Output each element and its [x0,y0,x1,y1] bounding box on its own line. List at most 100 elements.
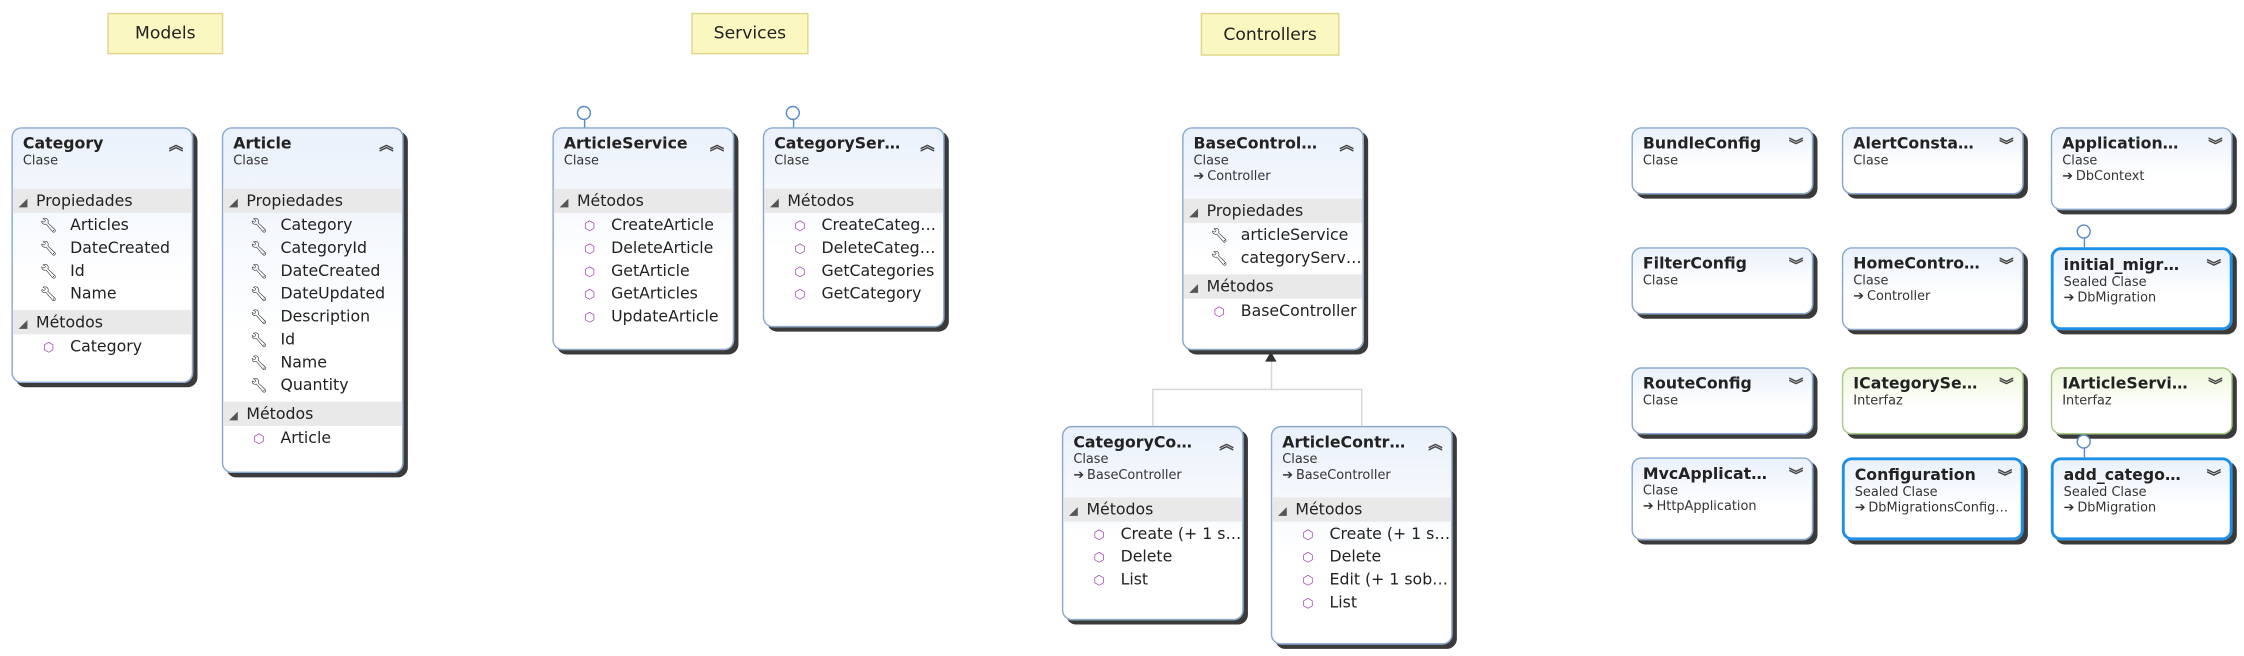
class-name: initial_migration [2063,255,2189,275]
chevron-up-double-icon[interactable]: ︽ [379,138,394,155]
property-item[interactable]: 🔧︎Category [249,215,353,235]
chevron-down-double-icon[interactable]: ︾ [1997,470,2013,486]
class-kind: Clase [1282,453,1318,468]
class-card-add-categories[interactable]: add_categories_... ︾ Sealed Clase ➔DbMig… [2050,457,2233,541]
class-kind: Clase [1073,453,1109,468]
class-card-category[interactable]: Category ︽ Clase ◢Propiedades 🔧︎Articles… [11,127,194,384]
chevron-down-double-icon[interactable]: ︾ [1999,378,2014,395]
property-item[interactable]: 🔧︎Articles [39,215,129,235]
collapse-triangle-icon: ◢ [1189,281,1199,295]
method-item[interactable]: ⬡Delete [1272,545,1451,568]
section-properties[interactable]: ◢Propiedades [12,188,192,213]
method-item[interactable]: ⬡Edit (+ 1 sobre... [1272,567,1451,590]
class-name: AlertConstants [1853,134,1981,153]
method-item[interactable]: ⬡Category [13,334,192,357]
chevron-up-double-icon[interactable]: ︽ [709,138,725,155]
class-card-filter-config[interactable]: FilterConfig ︾ Clase [1631,247,1814,315]
inheritance-arrow-icon [1265,351,1277,362]
section-methods[interactable]: ◢Métodos [1272,497,1452,522]
class-kind: Clase [1642,484,1679,499]
property-item[interactable]: 🔧︎Quantity [249,375,349,395]
method-item[interactable]: ⬡CreateArticle [554,213,733,236]
class-card-category-service[interactable]: CategoryService ︽ Clase ◢Métodos ⬡Create… [762,127,945,328]
chevron-up-double-icon[interactable]: ︽ [1219,437,1234,454]
base-class: ➔DbMigration [2063,291,2157,306]
class-card-configuration[interactable]: Configuration ︾ Sealed Clase ➔DbMigratio… [1841,457,2024,541]
group-note-models[interactable]: Models [107,12,224,55]
chevron-down-double-icon[interactable]: ︾ [1999,138,2014,155]
chevron-up-double-icon[interactable]: ︽ [920,138,935,155]
wrench-private-icon: 🔧︎ [1210,251,1229,268]
class-card-article[interactable]: Article ︽ Clase ◢Propiedades 🔧︎Category … [221,127,404,474]
property-item[interactable]: 🔧︎DateUpdated [249,284,386,303]
interface-card-icategory-service[interactable]: ICategoryService ︾ Interfaz [1841,367,2024,435]
class-card-mvc-application[interactable]: MvcApplication ︾ Clase ➔HttpApplication [1631,457,1814,541]
section-methods[interactable]: ◢Métodos [1063,497,1243,522]
chevron-up-double-icon[interactable]: ︽ [168,138,184,155]
chevron-down-double-icon[interactable]: ︾ [1788,138,1804,155]
chevron-down-double-icon[interactable]: ︾ [2208,138,2223,155]
section-methods[interactable]: ◢Métodos [12,310,192,335]
property-item[interactable]: 🔧︎DateCreated [249,261,381,281]
method-item[interactable]: ⬡DeleteCategory [764,236,943,259]
method-item[interactable]: ⬡DeleteArticle [554,236,733,259]
class-card-bundle-config[interactable]: BundleConfig ︾ Clase [1631,127,1814,195]
chevron-down-double-icon[interactable]: ︾ [1788,258,1804,275]
lollipop-stick [792,118,795,129]
chevron-down-double-icon[interactable]: ︾ [2206,470,2222,486]
method-item[interactable]: ⬡UpdateArticle [554,304,733,327]
property-item[interactable]: 🔧︎Id [39,261,85,281]
method-item[interactable]: ⬡List [1063,567,1242,590]
chevron-down-double-icon[interactable]: ︾ [1788,378,1804,395]
method-item[interactable]: ⬡GetCategories [764,259,943,282]
section-methods[interactable]: ◢Métodos [223,401,403,426]
chevron-down-double-icon[interactable]: ︾ [1999,258,2014,275]
property-item[interactable]: 🔧︎categoryService [1210,248,1363,268]
class-card-initial-migration[interactable]: initial_migration ︾ Sealed Clase ➔DbMigr… [2050,247,2233,331]
property-item[interactable]: 🔧︎DateCreated [39,238,171,258]
interface-card-iarticle-service[interactable]: IArticleService ︾ Interfaz [2050,367,2233,435]
section-methods[interactable]: ◢Métodos [553,188,733,213]
class-card-route-config[interactable]: RouteConfig ︾ Clase [1631,367,1814,435]
group-note-services[interactable]: Services [691,12,809,55]
chevron-down-double-icon[interactable]: ︾ [1788,468,1804,485]
method-item[interactable]: ⬡GetArticles [554,282,733,305]
class-name: Configuration [1854,465,1976,485]
chevron-down-double-icon[interactable]: ︾ [2206,260,2222,276]
class-card-category-controller[interactable]: CategoryContro... ︽ Clase ➔BaseControlle… [1061,425,1244,621]
method-item[interactable]: ⬡Create (+ 1 sob... [1063,522,1242,545]
class-card-alert-constants[interactable]: AlertConstants ︾ Clase [1841,127,2024,195]
base-class: ➔DbMigration [2063,501,2157,516]
property-item[interactable]: 🔧︎Id [249,330,296,349]
method-item[interactable]: ⬡List [1272,590,1451,613]
class-card-application-context[interactable]: ApplicationCont... ︾ Clase ➔DbContext [2050,127,2233,211]
property-item[interactable]: 🔧︎Name [249,353,327,372]
group-note-controllers[interactable]: Controllers [1200,12,1340,56]
class-card-article-controller[interactable]: ArticleController ︽ Clase ➔BaseControlle… [1270,425,1453,645]
class-kind: Clase [1642,274,1679,289]
property-item[interactable]: 🔧︎articleService [1210,225,1349,245]
chevron-up-double-icon[interactable]: ︽ [1339,138,1354,155]
method-item[interactable]: ⬡Article [223,426,402,449]
chevron-up-double-icon[interactable]: ︽ [1428,437,1443,454]
section-properties[interactable]: ◢Propiedades [223,188,403,213]
property-item[interactable]: 🔧︎CategoryId [249,238,368,258]
section-methods[interactable]: ◢Métodos [1183,274,1363,299]
method-item[interactable]: ⬡Delete [1063,545,1242,568]
class-card-home-controller[interactable]: HomeController ︾ Clase ➔Controller [1841,247,2024,331]
property-item[interactable]: 🔧︎Description [249,307,371,326]
chevron-down-double-icon[interactable]: ︾ [2208,378,2223,395]
class-card-base-controller[interactable]: BaseController ︽ Clase ➔Controller ◢Prop… [1182,127,1364,351]
property-item[interactable]: 🔧︎Name [39,284,117,303]
class-kind: Sealed Clase [2063,275,2147,291]
method-item[interactable]: ⬡GetCategory [764,282,943,305]
class-card-article-service[interactable]: ArticleService ︽ Clase ◢Métodos ⬡CreateA… [552,127,735,351]
class-kind: Clase [1642,154,1679,169]
arrow-right-icon: ➔ [1642,500,1654,515]
method-item[interactable]: ⬡GetArticle [554,259,733,282]
section-methods[interactable]: ◢Métodos [764,188,944,213]
section-properties[interactable]: ◢Propiedades [1183,198,1363,223]
method-item[interactable]: ⬡BaseController [1184,299,1363,322]
method-item[interactable]: ⬡CreateCategory [764,213,943,236]
method-item[interactable]: ⬡Create (+ 1 sob... [1272,522,1451,545]
